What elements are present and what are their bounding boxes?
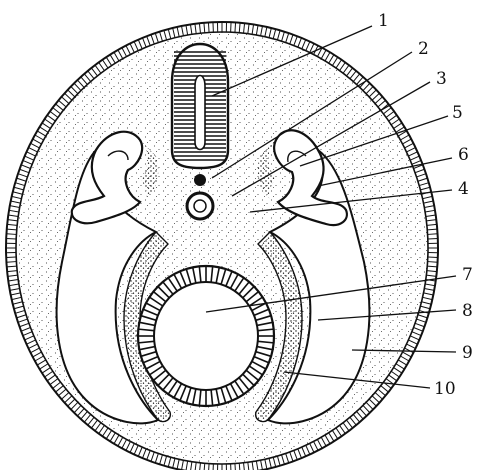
- callout-label-10: 10: [434, 379, 456, 399]
- callout-label-1: 1: [378, 11, 389, 31]
- callout-label-5: 5: [452, 103, 463, 123]
- callout-label-2: 2: [418, 39, 429, 59]
- gut-tube: [138, 266, 274, 406]
- neural-tube: [172, 44, 228, 168]
- dorsal-aorta: [187, 193, 213, 219]
- callout-label-9: 9: [462, 343, 473, 363]
- callout-label-8: 8: [462, 301, 473, 321]
- callout-label-3: 3: [436, 69, 447, 89]
- callout-label-4: 4: [458, 179, 469, 199]
- callout-label-7: 7: [462, 265, 473, 285]
- notochord: [194, 174, 206, 186]
- callout-label-6: 6: [458, 145, 469, 165]
